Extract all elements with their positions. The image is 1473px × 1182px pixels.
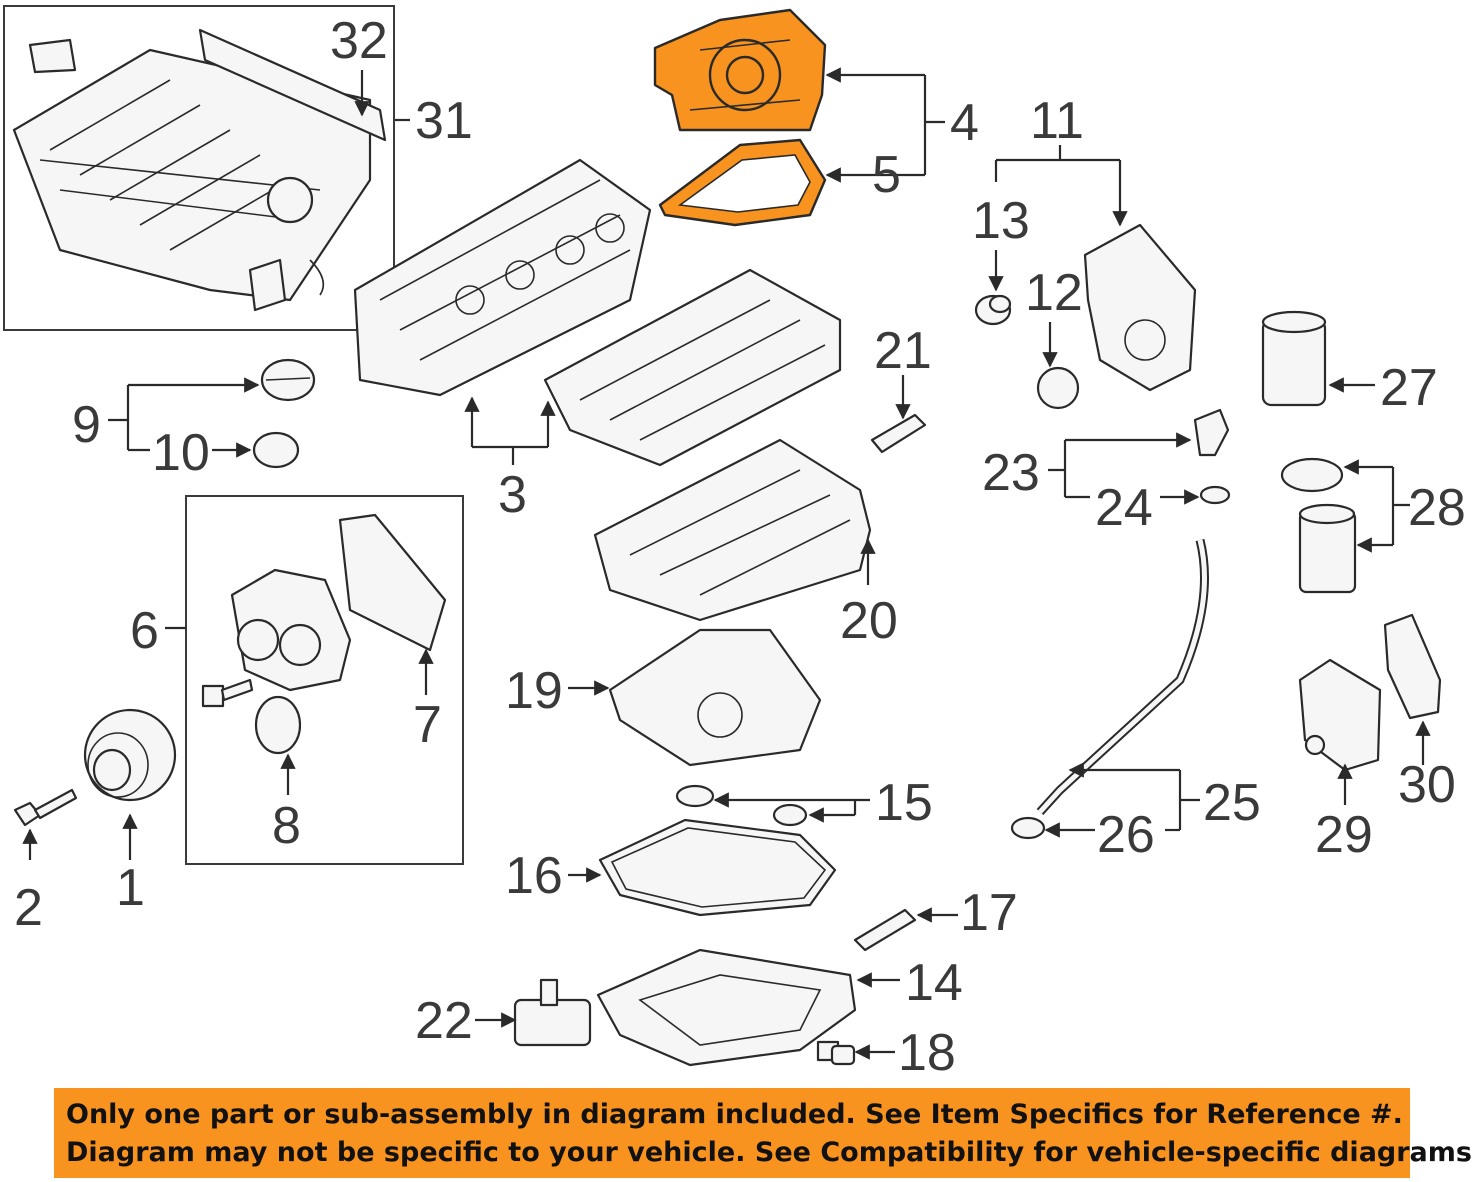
timing-cover-gasket <box>338 513 447 652</box>
manifold-gasket <box>198 28 387 142</box>
oil-pan <box>596 948 857 1067</box>
oil-pan-gasket <box>598 818 837 917</box>
callout-26: 26 <box>1097 806 1155 864</box>
callout-9: 9 <box>72 396 101 454</box>
oil-baffle <box>608 628 822 767</box>
callout-32: 32 <box>330 12 388 70</box>
oil-separator-highlighted <box>653 8 827 132</box>
timing-cover-bolt <box>201 678 254 708</box>
leader-lines <box>22 67 1431 1060</box>
plug-13 <box>974 294 1012 326</box>
oil-filter-cap-27 <box>1261 310 1327 407</box>
callout-31: 31 <box>415 92 473 150</box>
oil-pan-gasket-inner <box>610 827 827 908</box>
seal-15b <box>772 803 808 827</box>
callout-29: 29 <box>1315 806 1373 864</box>
crank-seal-8 <box>254 695 302 755</box>
callout-5: 5 <box>872 146 901 204</box>
sealant-tube-17 <box>853 908 917 952</box>
oil-filler-cap <box>260 358 316 402</box>
oil-level-sensor <box>513 978 592 1047</box>
callout-12: 12 <box>1025 264 1083 322</box>
callout-14: 14 <box>905 954 963 1012</box>
callout-10: 10 <box>152 424 210 482</box>
seal-24 <box>1199 485 1231 505</box>
callout-23: 23 <box>982 444 1040 502</box>
disclaimer-banner: Only one part or sub-assembly in diagram… <box>54 1088 1473 1178</box>
callout-6: 6 <box>130 602 159 660</box>
callout-13: 13 <box>972 192 1030 250</box>
callout-15: 15 <box>875 774 933 832</box>
oil-separator-gasket-highlighted <box>658 138 827 227</box>
seal-15a <box>675 784 715 808</box>
timing-cover <box>230 568 352 692</box>
callout-17: 17 <box>960 884 1018 942</box>
intake-manifold <box>12 38 372 312</box>
timing-cover-frame <box>185 495 464 865</box>
front-cover <box>1083 223 1197 392</box>
callout-7: 7 <box>413 696 442 754</box>
callout-28: 28 <box>1408 479 1466 537</box>
drain-plug <box>816 1040 856 1066</box>
disclaimer-line-2: Diagram may not be specific to your vehi… <box>66 1137 1473 1168</box>
seal-28 <box>1280 457 1344 493</box>
callout-27: 27 <box>1380 359 1438 417</box>
callout-11: 11 <box>1030 92 1084 150</box>
callout-24: 24 <box>1095 479 1153 537</box>
crankshaft-pulley <box>83 708 177 802</box>
callout-16: 16 <box>505 847 563 905</box>
callout-1: 1 <box>116 859 145 917</box>
callout-19: 19 <box>505 662 563 720</box>
callout-18: 18 <box>898 1024 956 1082</box>
pulley-bolt <box>13 788 78 827</box>
sealant-tube-21 <box>870 413 927 454</box>
oil-cooler-gasket-30 <box>1383 613 1442 720</box>
dipstick-top-23 <box>1193 408 1230 457</box>
front-seal-12 <box>1036 366 1080 410</box>
seal-26 <box>1010 816 1046 840</box>
cylinder-head <box>353 158 652 397</box>
callout-20: 20 <box>840 592 898 650</box>
callout-21: 21 <box>874 322 932 380</box>
oil-filter-28 <box>1298 503 1357 594</box>
disclaimer-line-1: Only one part or sub-assembly in diagram… <box>66 1099 1403 1130</box>
dipstick-tube-25-inner <box>1038 539 1207 814</box>
callout-25: 25 <box>1203 774 1261 832</box>
oil-cap-seal <box>252 431 300 469</box>
callout-2: 2 <box>14 879 43 937</box>
oil-cooler-29 <box>1298 658 1382 772</box>
callout-3: 3 <box>498 466 527 524</box>
intake-manifold-frame <box>3 5 395 331</box>
callout-8: 8 <box>272 797 301 855</box>
callout-22: 22 <box>415 992 473 1050</box>
bedplate <box>593 438 872 622</box>
camshaft-housing <box>543 268 842 467</box>
callout-30: 30 <box>1398 756 1456 814</box>
callout-4: 4 <box>950 94 979 152</box>
